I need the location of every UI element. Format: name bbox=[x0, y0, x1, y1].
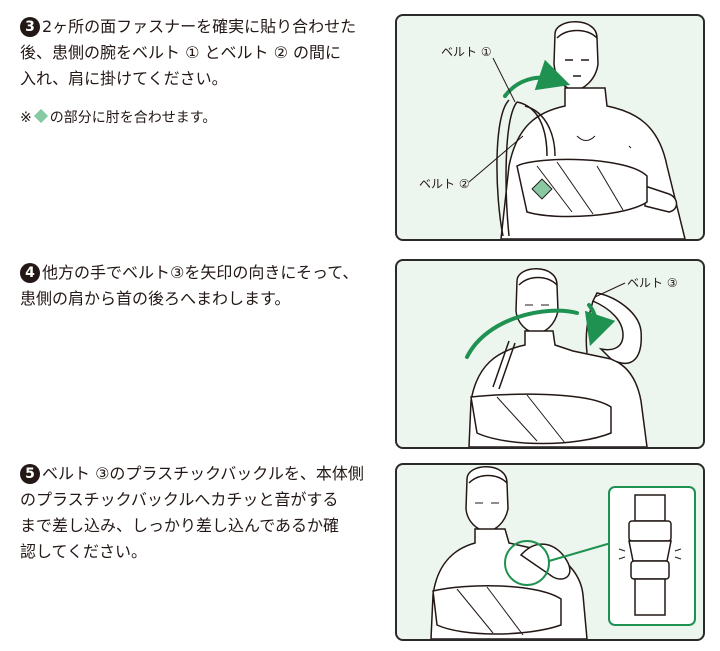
belt-1-leader bbox=[492, 57, 516, 103]
belts bbox=[496, 99, 556, 237]
step-5-line-1: ベルト ③のプラスチックバックルを、本体側 bbox=[42, 464, 364, 483]
step-4-number: 4 bbox=[20, 263, 40, 283]
zoom-connector bbox=[548, 542, 612, 562]
curve-arrow-left bbox=[465, 308, 579, 359]
step-3-line-3: 入れ、肩に掛けてください。 bbox=[20, 69, 228, 88]
arm-sling bbox=[516, 158, 648, 218]
belt-2-label: ベルト ② bbox=[419, 177, 470, 191]
belt-3-label: ベルト ③ bbox=[627, 276, 678, 290]
step-5-line-3: まで差し込み、しっかり差し込んであるか確 bbox=[20, 516, 340, 535]
step-3-line-2: 後、患側の腕をベルト ① とベルト ② の間に bbox=[20, 43, 342, 62]
step-3-illustration: ベルト ① ベルト ② bbox=[395, 14, 705, 241]
direction-arrow bbox=[503, 59, 571, 98]
note-marker: ※ bbox=[20, 110, 32, 126]
curve-arrow-down bbox=[584, 303, 616, 347]
step-4-illustration: ベルト ③ bbox=[395, 259, 705, 449]
step-3-note: ※ の部分に肘を合わせます。 bbox=[20, 108, 356, 128]
belt-3-leader bbox=[594, 282, 626, 298]
plastic-buckle-icon bbox=[618, 494, 682, 616]
step-3-number: 3 bbox=[20, 17, 40, 37]
belt-1-label: ベルト ① bbox=[441, 45, 492, 59]
step-5-line-2: のプラスチックバックルへカチッと音がする bbox=[20, 490, 339, 509]
arm-sling bbox=[432, 584, 562, 636]
arm-sling bbox=[470, 393, 612, 445]
elbow-diamond-icon bbox=[33, 108, 48, 124]
step-5-illustration bbox=[395, 463, 705, 641]
step-4-line-1: 他方の手でベルト③を矢印の向きにそって、 bbox=[42, 263, 359, 282]
step-4-line-2: 患側の肩から首の後ろへまわします。 bbox=[20, 289, 291, 308]
buckle-highlight-circle bbox=[504, 540, 550, 586]
belt-2-leader bbox=[468, 135, 524, 183]
step-5-number: 5 bbox=[20, 464, 40, 484]
step-5-line-4: 認してください。 bbox=[20, 542, 148, 561]
elbow-marker-diamond bbox=[531, 178, 553, 200]
shoulder-belt bbox=[492, 340, 516, 390]
step-3-line-1: 2ヶ所の面ファスナーを確実に貼り合わせた bbox=[42, 17, 357, 36]
note-text: の部分に肘を合わせます。 bbox=[49, 110, 217, 126]
